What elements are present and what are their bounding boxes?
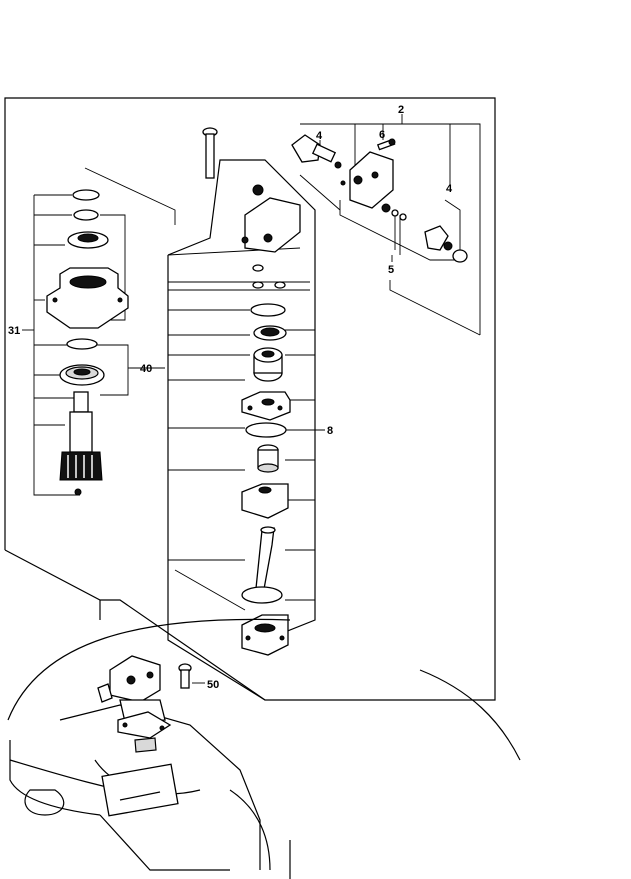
snap-ring	[72, 189, 100, 201]
relief-valve-cartridge-right	[424, 225, 468, 263]
piston	[257, 444, 279, 473]
plug	[252, 281, 264, 289]
o-ring	[73, 209, 99, 221]
installed-swing-motor	[97, 655, 172, 753]
motor-cover	[241, 184, 301, 253]
pinion-shaft	[59, 391, 103, 496]
pinion-housing	[46, 267, 129, 329]
seal	[66, 338, 98, 350]
plug-5	[381, 203, 407, 221]
motor-bearing	[253, 325, 287, 341]
group-40-outline	[167, 159, 316, 701]
plug-2	[274, 281, 286, 289]
group-40-leaders	[130, 247, 325, 611]
motor-housing	[241, 614, 289, 656]
callout-6: 6	[379, 129, 385, 141]
cylinder-block	[241, 391, 291, 421]
thrust-plate	[241, 586, 283, 604]
callout-40: 40	[140, 363, 152, 375]
bolt-50	[178, 663, 205, 689]
bolt-6	[376, 138, 396, 151]
pin	[252, 264, 264, 272]
bearing	[67, 231, 109, 249]
callout-4-right: 4	[446, 183, 453, 195]
callout-8: 8	[327, 425, 333, 437]
roller-bearing	[59, 364, 105, 386]
long-bolt	[202, 127, 218, 179]
drive-shaft	[254, 526, 276, 601]
valve-block	[340, 151, 394, 209]
callout-4-left: 4	[316, 130, 323, 142]
swing-frame	[7, 618, 521, 879]
swash-plate	[241, 483, 289, 519]
relief-valve-cartridge-left	[291, 134, 342, 169]
valve-plate	[253, 347, 283, 382]
group-31-pinion-assembly	[22, 167, 176, 496]
group-40-motor-parts	[202, 127, 301, 656]
callout-31: 31	[8, 325, 20, 337]
relief-valve-assembly	[291, 114, 481, 336]
o-ring-large	[250, 303, 286, 317]
callout-5: 5	[388, 264, 394, 276]
gasket	[245, 422, 287, 438]
callout-2: 2	[398, 104, 404, 116]
callout-50: 50	[207, 679, 219, 691]
assembly-outline	[4, 97, 496, 701]
